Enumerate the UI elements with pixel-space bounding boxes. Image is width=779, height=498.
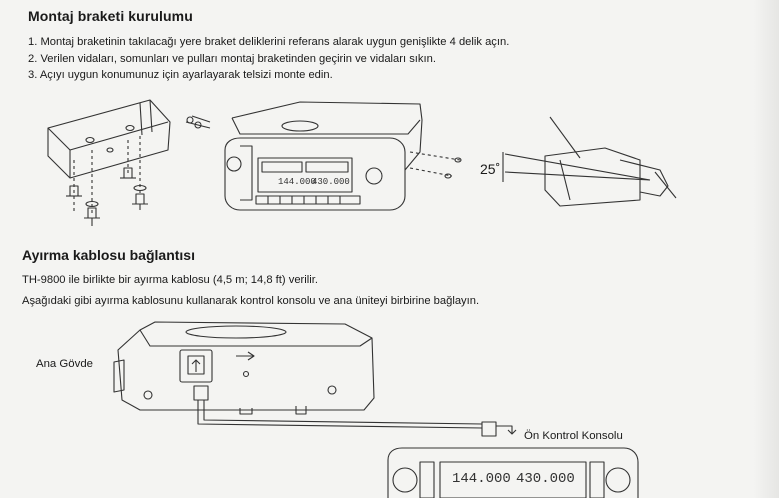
console-readout-right: 430.000 bbox=[516, 471, 575, 487]
console-readout-left: 144.000 bbox=[452, 471, 511, 487]
radio-unit-icon bbox=[113, 321, 375, 415]
cable-connector-icon bbox=[193, 385, 517, 437]
step-3: 3. Açıyı uygun konumunuz için ayarlayara… bbox=[28, 69, 333, 81]
control-console-label: Ön Kontrol Konsolu bbox=[524, 430, 623, 442]
cable-paragraph-2: Aşağıdaki gibi ayırma kablosunu kullanar… bbox=[22, 295, 480, 307]
section-title-cable: Ayırma kablosu bağlantısı bbox=[22, 247, 195, 263]
step-1: 1. Montaj braketinin takılacağı yere bra… bbox=[28, 36, 510, 48]
angle-gauge-icon bbox=[502, 116, 677, 207]
radio-unit-icon bbox=[185, 101, 462, 211]
radio-unit-icon bbox=[387, 447, 639, 498]
step-2: 2. Verilen vidaları, somunları ve pullar… bbox=[28, 52, 436, 65]
section-title-bracket: Montaj braketi kurulumu bbox=[28, 8, 193, 24]
angle-label: 25˚ bbox=[480, 161, 501, 177]
unit-readout-left: 144.000 bbox=[278, 177, 316, 187]
bracket-steps-list: 1. Montaj braketinin takılacağı yere bra… bbox=[28, 34, 509, 84]
cable-paragraph-1: TH-9800 ile birlikte bir ayırma kablosu … bbox=[22, 274, 318, 286]
unit-readout-right: 430.000 bbox=[312, 177, 350, 187]
page-edge-shadow bbox=[753, 0, 779, 498]
mounting-bracket-icon bbox=[47, 99, 171, 179]
main-body-label: Ana Gövde bbox=[36, 358, 93, 370]
screw-icon bbox=[73, 136, 141, 214]
